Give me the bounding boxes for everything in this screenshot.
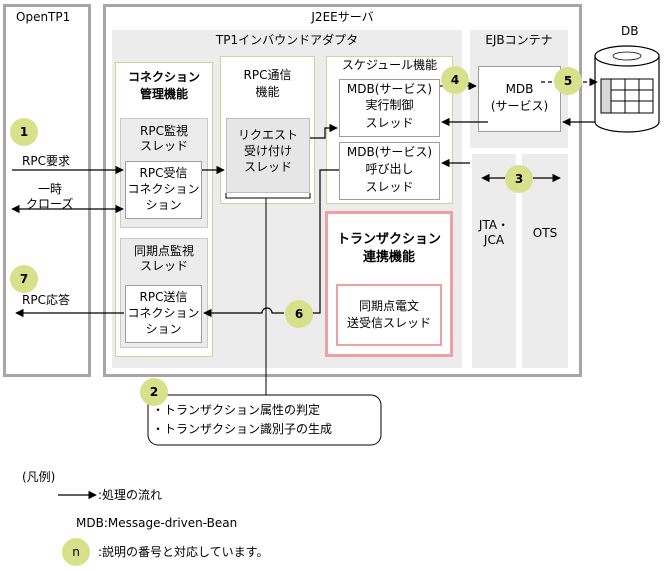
legend-mdb: MDB:Message-driven-Bean [76,516,238,530]
adapter-title: TP1インバウンドアダプタ [215,33,359,47]
txn-line2: 連携機能 [362,250,415,265]
mdb-exec-control-thread [339,79,440,137]
db-title: DB [621,24,639,38]
rpc-recv-line1: RPC受信 [139,166,188,180]
j2ee-title: J2EEサーバ [311,10,374,24]
rpc-recv-line2: コネクション [127,182,200,196]
callout-line1: ・トランザクション属性の判定 [152,403,321,417]
mdb-service-line2: (サービス) [490,99,549,113]
conn-mgmt-title-1: コネクション [127,70,200,84]
legend-number-sample: n [62,538,90,566]
jta-jca-panel [472,154,516,368]
sync-message-thread [336,284,442,346]
rpc-request-label: RPC要求 [22,154,70,168]
sync-thread-line1: 同期点電文 [358,299,419,313]
sync-thread-line2: 送受信スレッド [346,316,431,330]
mdb-call-line1: MDB(サービス) [346,145,433,159]
step-5-badge: 5 [554,67,582,95]
legend-flow: :処理の流れ [98,488,163,502]
rpc-recv-line3: ション [145,198,182,212]
ots-panel [522,154,568,368]
mdb-service-line1: MDB [505,82,534,96]
txn-line1: トランザクション [336,232,441,247]
mdb-exec-line2: 実行制御 [365,98,414,112]
opentp1-title: OpenTP1 [16,10,71,24]
jta-line2: JCA [483,233,505,247]
sync-monitor-line2: スレッド [139,259,188,273]
mdb-exec-line3: スレッド [365,116,414,130]
conn-mgmt-title-2: 管理機能 [139,87,188,101]
sync-monitor-line1: 同期点監視 [133,244,194,258]
step-6-badge: 6 [285,300,313,328]
step-2-badge: 2 [140,378,168,406]
db-cylinder-icon [594,45,660,133]
step-1-badge: 1 [10,118,38,146]
rpc-comm-line1: RPC通信 [243,68,292,82]
mdb-call-thread [339,142,440,200]
step-7-badge: 7 [10,265,38,293]
jta-line1: JTA・ [478,218,510,232]
mdb-exec-line1: MDB(サービス) [346,82,433,96]
legend-title: (凡例) [22,470,56,484]
request-accept-thread [226,118,310,193]
ots-label: OTS [532,226,558,240]
request-line1: リクエスト [237,128,298,142]
rpc-monitor-line2: スレッド [139,139,188,153]
mdb-call-line3: スレッド [365,180,414,194]
ejb-title: EJBコンテナ [485,33,553,47]
request-line2: 受け付け [243,144,292,158]
mdb-service-box [478,66,561,132]
rpc-response-label: RPC応答 [22,293,70,307]
step-3-badge: 3 [505,165,533,193]
temp-close-label-1: 一時 [38,182,63,196]
step-4-badge: 4 [441,66,469,94]
callout-line2: ・トランザクション識別子の生成 [152,422,333,436]
mdb-call-line2: 呼び出し [365,162,414,176]
rpc-send-line3: ション [145,322,182,336]
schedule-title: スケジュール機能 [341,58,438,72]
legend-number-desc: :説明の番号と対応しています。 [98,545,269,559]
rpc-monitor-line1: RPC監視 [140,124,188,138]
rpc-receive-connection [125,161,202,219]
rpc-send-line1: RPC送信 [139,290,188,304]
rpc-comm-line2: 機能 [255,85,280,99]
temp-close-label-2: クローズ [26,197,74,211]
request-line3: スレッド [243,160,292,174]
rpc-send-connection [125,285,202,343]
rpc-send-line2: コネクション [127,306,200,320]
